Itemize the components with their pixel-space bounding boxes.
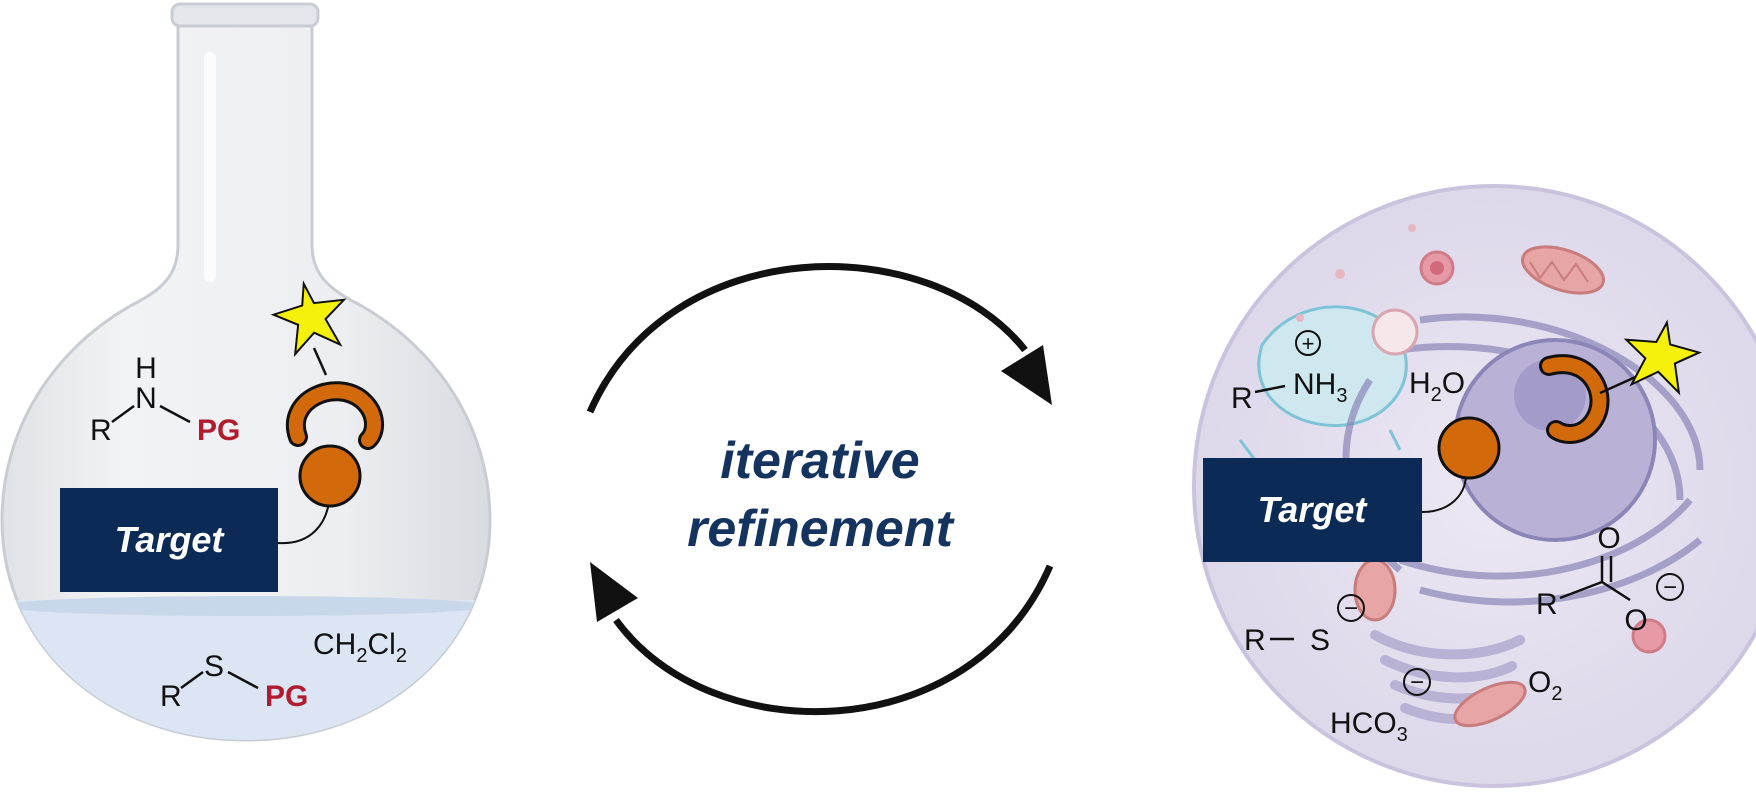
nucleolus-icon	[1514, 359, 1586, 431]
lysosome-core	[1430, 261, 1444, 275]
carboxylate-o-top: O	[1597, 522, 1620, 555]
thio-s: S	[204, 650, 224, 683]
protected-amine: H N R PG	[90, 352, 240, 447]
negative-charge-icon	[1403, 668, 1431, 696]
flask-rim	[170, 2, 320, 28]
ammonium-plus: +	[1302, 331, 1315, 356]
bicarbonate-formula: HCO3	[1330, 707, 1408, 746]
mitochondrion-icon	[1453, 680, 1527, 728]
ammonium-bond	[1254, 384, 1286, 394]
carboxylate-r: R	[1536, 588, 1558, 621]
thio-bond-rs	[180, 670, 204, 690]
cell-icon	[1192, 184, 1756, 788]
amine-r: R	[90, 414, 112, 447]
mitochondrion-icon	[1353, 558, 1397, 622]
flask-icon	[0, 2, 492, 742]
cycle-label-line1: iterative	[720, 432, 919, 490]
oxygen-o: O	[1528, 666, 1551, 699]
thio-bond-spg	[227, 670, 259, 690]
solvent-label: CH2Cl2	[313, 628, 407, 667]
ammonium-nh: NH	[1293, 368, 1336, 401]
bicarbonate-sub: 3	[1397, 724, 1408, 746]
ammonium-sub: 3	[1336, 385, 1347, 407]
cycle-arrowhead-top	[1001, 345, 1052, 405]
ammonium: + R NH3	[1231, 330, 1347, 415]
cell-target-box	[1203, 458, 1422, 562]
ammonium-r: R	[1231, 382, 1253, 415]
carboxylate-minus: −	[1663, 574, 1677, 601]
water-sub: 2	[1431, 384, 1442, 406]
carboxylate: O R O −	[1536, 522, 1684, 637]
carboxylate-o-bottom: O	[1624, 604, 1647, 637]
lysosome-icon	[1631, 618, 1667, 654]
thiolate: R S −	[1244, 594, 1365, 657]
vesicle-icon	[1371, 308, 1419, 356]
water-h: H	[1409, 367, 1431, 400]
water-o: O	[1442, 367, 1465, 400]
star-icon	[270, 280, 347, 358]
solvent-cl: Cl	[367, 628, 395, 661]
thio-r: R	[160, 680, 182, 713]
cycle-arrow-bottom	[613, 564, 1054, 715]
cell-star-linker	[1599, 373, 1641, 395]
vesicle-dot	[1296, 314, 1304, 322]
thiolate-s: S	[1310, 624, 1330, 657]
oxygen-label: O2	[1528, 666, 1562, 705]
positive-charge-icon	[1295, 330, 1321, 356]
protected-thioether: S R PG	[160, 650, 308, 713]
star-icon	[1623, 319, 1703, 396]
mitochondrion-icon	[1521, 245, 1605, 295]
amine-h: H	[135, 352, 157, 385]
amine-pg: PG	[197, 414, 240, 447]
amine-bond-npg	[159, 404, 191, 424]
carboxylate-bond-rc	[1559, 580, 1603, 600]
vesicle-dot	[1408, 224, 1416, 232]
vacuole-icon	[1257, 305, 1408, 428]
cell-target-label: Target	[1258, 489, 1369, 530]
solvent-ch: CH	[313, 628, 356, 661]
bicarbonate: − HCO3	[1330, 668, 1431, 746]
amine-n: N	[135, 382, 157, 415]
orange-clip-icon	[1542, 357, 1607, 441]
bicarbonate-hco: HCO	[1330, 707, 1397, 740]
flask-highlight	[204, 52, 216, 282]
thiolate-minus: −	[1344, 595, 1358, 622]
thiolate-r: R	[1244, 624, 1266, 657]
vesicle-dot	[1335, 269, 1345, 279]
ammonium-formula: NH3	[1293, 368, 1347, 407]
amine-bond-rn	[111, 404, 135, 424]
negative-charge-icon	[1656, 573, 1684, 601]
cycle-label-line2: refinement	[687, 500, 956, 558]
bicarbonate-minus: −	[1410, 669, 1424, 696]
negative-charge-icon	[1337, 594, 1365, 622]
orange-ball-icon	[298, 444, 362, 508]
orange-ball-icon	[1437, 416, 1501, 480]
thio-pg: PG	[265, 680, 308, 713]
vacuole-tendrils	[1238, 429, 1402, 461]
water-label: H2O	[1409, 367, 1465, 406]
oxygen-sub: 2	[1551, 683, 1562, 705]
cycle-arrowhead-bottom	[590, 562, 638, 622]
solvent-sub-b: 2	[396, 645, 407, 667]
flask-target-label: Target	[115, 519, 226, 560]
flask-star-linker	[312, 347, 328, 376]
flask-target-box	[60, 488, 278, 592]
vesicle-dot	[1325, 745, 1335, 755]
carboxylate-bond-co	[1601, 580, 1631, 602]
cell-tether	[1421, 475, 1467, 513]
orange-clip-icon	[289, 384, 381, 447]
solvent-sub-a: 2	[356, 645, 367, 667]
cycle-arrow-top	[586, 263, 1028, 414]
